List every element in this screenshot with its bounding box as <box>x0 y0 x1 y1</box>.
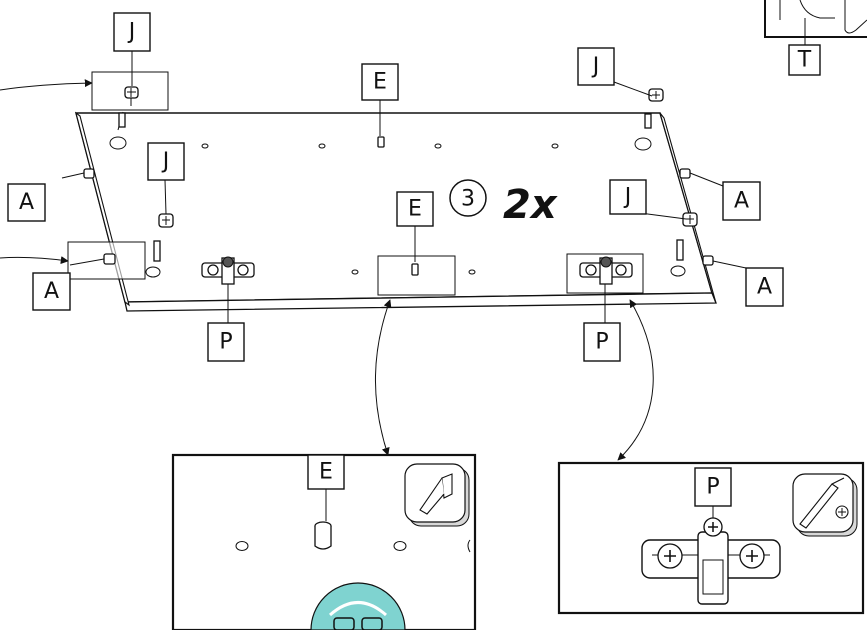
detail-inset-shelf-pin: E <box>171 453 477 630</box>
label-A-left-top: A <box>7 183 46 222</box>
svg-text:J: J <box>161 149 170 174</box>
shelf-pin-middle <box>411 263 419 276</box>
svg-text:A: A <box>734 189 749 214</box>
svg-text:E: E <box>373 70 387 95</box>
label-E-middle: E <box>396 191 434 227</box>
phillips-screwdriver-icon <box>792 473 858 537</box>
hinge-plate-left <box>201 256 255 285</box>
label-P-detail: P <box>706 475 719 500</box>
panel-holes <box>109 136 686 278</box>
svg-text:P: P <box>219 330 232 355</box>
svg-text:A: A <box>757 275 772 300</box>
step-number: 3 <box>461 187 475 212</box>
cam-lock-right <box>676 212 698 261</box>
previous-step-inset <box>764 0 867 45</box>
svg-text:P: P <box>595 330 608 355</box>
dowel-right-bottom <box>702 255 714 266</box>
shelf-pin-detail <box>314 488 332 550</box>
step-quantity: 2x <box>503 182 558 228</box>
detail-arrow-E <box>374 299 392 456</box>
shelf-pin-top <box>377 136 385 148</box>
incoming-arrow-left <box>0 256 69 265</box>
svg-text:A: A <box>44 279 59 304</box>
svg-text:J: J <box>623 185 632 210</box>
cam-lock-top-right <box>644 88 664 129</box>
leader-lines <box>61 51 747 323</box>
label-E-top: E <box>361 63 399 101</box>
label-J-left: J <box>147 142 185 181</box>
incoming-arrow-top <box>0 79 93 91</box>
label-J-right: J <box>609 179 647 215</box>
label-A-right-bottom: A <box>745 267 784 307</box>
step-indicator: 3 2x <box>449 179 558 228</box>
allen-key-icon <box>404 463 470 527</box>
label-A-left-bottom: A <box>32 272 71 311</box>
hinge-plate-right <box>579 256 633 285</box>
step-number-circle <box>449 179 487 217</box>
label-J-top-left: J <box>113 12 151 52</box>
label-T: T <box>788 44 821 76</box>
label-A-right-top: A <box>722 181 761 221</box>
svg-text:J: J <box>591 54 600 79</box>
cam-lock-top-left <box>117 86 139 131</box>
label-T-text: T <box>797 48 812 73</box>
svg-text:A: A <box>19 190 34 215</box>
dowel-right-top <box>679 168 691 179</box>
svg-text:J: J <box>127 20 136 45</box>
label-E-detail: E <box>319 460 333 485</box>
detail-arrow-P <box>617 299 654 461</box>
svg-text:E: E <box>408 197 422 222</box>
hinge-plate-detail <box>641 506 781 605</box>
label-P-left: P <box>207 322 245 362</box>
safety-glasses-icon <box>310 582 406 630</box>
dowel-left-bottom <box>103 253 116 265</box>
detail-inset-hinge-plate: P <box>557 461 865 615</box>
label-J-top-right: J <box>577 47 615 86</box>
dowel-left-top <box>83 168 95 179</box>
label-P-right: P <box>583 322 621 362</box>
